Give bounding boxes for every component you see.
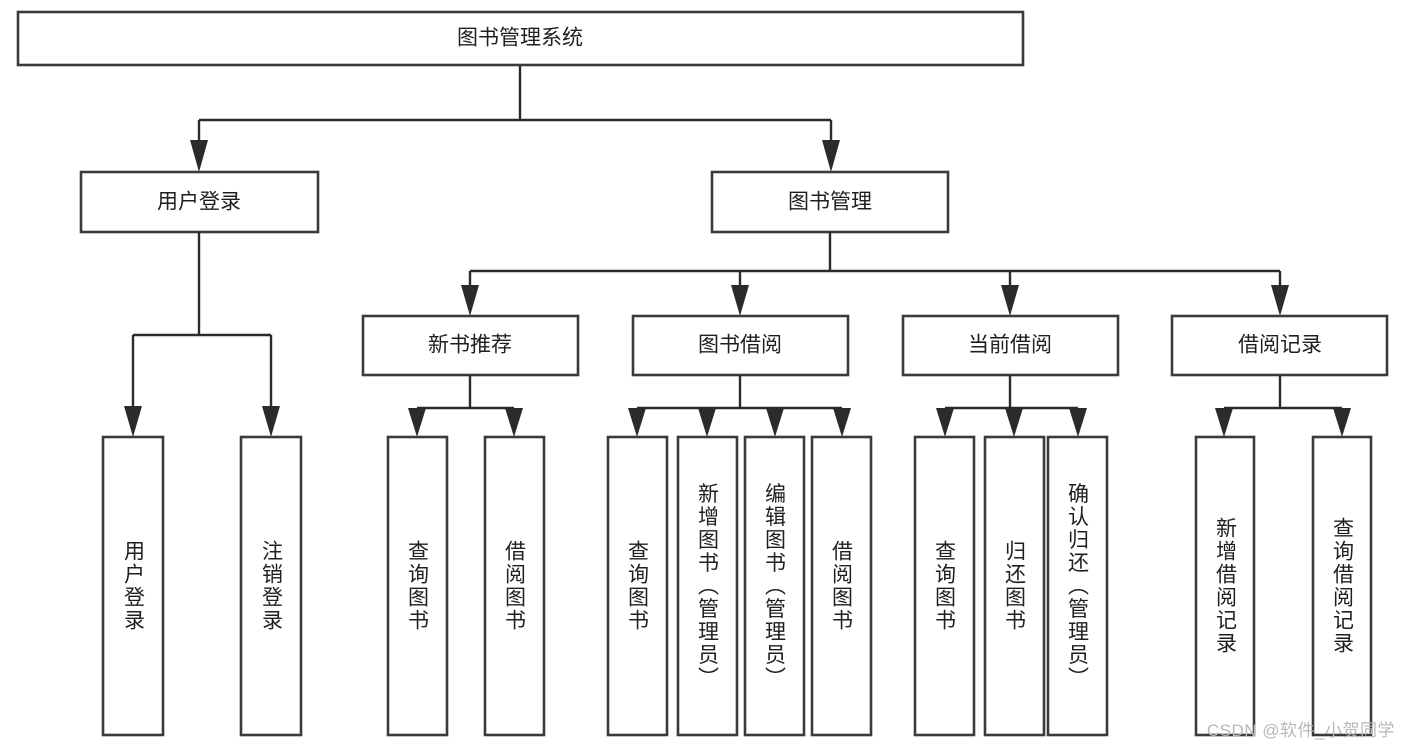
arrow-icon bbox=[262, 406, 280, 437]
node-borrow-record[interactable]: 借阅记录 bbox=[1170, 314, 1389, 377]
leaf-user-login-logout[interactable]: 注销登录 bbox=[239, 435, 303, 737]
node-user-login[interactable]: 用户登录 bbox=[79, 170, 320, 234]
leaf-label: 借阅图书 bbox=[830, 540, 854, 632]
leaf-label: 新增图书（管理员） bbox=[696, 483, 720, 690]
node-book-borrow-label: 图书借阅 bbox=[698, 334, 782, 357]
leaf-label: 查询图书 bbox=[406, 540, 430, 632]
leaf-bookborrow-edit[interactable]: 编辑图书（管理员） bbox=[743, 435, 806, 737]
leaf-label: 借阅图书 bbox=[503, 540, 527, 632]
connector-bookmgmt-to-level3 bbox=[461, 232, 1289, 316]
node-borrow-record-label: 借阅记录 bbox=[1238, 334, 1322, 357]
arrow-icon bbox=[1001, 285, 1019, 316]
leaf-newbook-borrow[interactable]: 借阅图书 bbox=[483, 435, 546, 737]
leaf-bookborrow-query[interactable]: 查询图书 bbox=[606, 435, 669, 737]
connector-borrowrecord-to-leaves bbox=[1215, 375, 1351, 437]
connector-root-to-level2 bbox=[190, 65, 840, 172]
arrow-icon bbox=[1005, 408, 1023, 437]
leaf-label: 用户登录 bbox=[122, 540, 146, 632]
arrow-icon bbox=[1215, 408, 1233, 437]
arrow-icon bbox=[1333, 408, 1351, 437]
leaf-currentborrow-confirm[interactable]: 确认归还（管理员） bbox=[1046, 435, 1109, 737]
node-book-management[interactable]: 图书管理 bbox=[710, 170, 950, 234]
connector-currentborrow-to-leaves bbox=[936, 375, 1087, 437]
arrow-icon bbox=[1069, 408, 1087, 437]
node-new-book-recommend-label: 新书推荐 bbox=[428, 334, 512, 357]
leaf-borrowrecord-query[interactable]: 查询借阅记录 bbox=[1311, 435, 1373, 737]
leaf-bookborrow-add[interactable]: 新增图书（管理员） bbox=[676, 435, 739, 737]
node-book-borrow[interactable]: 图书借阅 bbox=[631, 314, 850, 377]
leaf-label: 编辑图书（管理员） bbox=[763, 483, 787, 690]
leaf-newbook-query[interactable]: 查询图书 bbox=[386, 435, 449, 737]
arrow-icon bbox=[766, 408, 784, 437]
leaf-label: 归还图书 bbox=[1003, 540, 1027, 632]
leaf-label: 查询图书 bbox=[933, 540, 957, 632]
leaf-bookborrow-borrow[interactable]: 借阅图书 bbox=[810, 435, 873, 737]
arrow-icon bbox=[833, 408, 851, 437]
connector-newbook-to-leaves bbox=[408, 375, 523, 437]
node-current-borrow[interactable]: 当前借阅 bbox=[901, 314, 1120, 377]
arrow-icon bbox=[461, 285, 479, 316]
connector-userlogin-to-leaves bbox=[124, 232, 280, 437]
arrow-icon bbox=[731, 285, 749, 316]
arrow-icon bbox=[190, 140, 208, 172]
leaf-label: 新增借阅记录 bbox=[1214, 517, 1238, 655]
leaf-label: 查询借阅记录 bbox=[1331, 517, 1355, 655]
arrow-icon bbox=[1271, 285, 1289, 316]
leaf-label: 确认归还（管理员） bbox=[1066, 483, 1090, 690]
leaf-label: 注销登录 bbox=[260, 540, 284, 632]
leaf-currentborrow-return[interactable]: 归还图书 bbox=[983, 435, 1046, 737]
arrow-icon bbox=[124, 406, 142, 437]
leaf-user-login-login[interactable]: 用户登录 bbox=[101, 435, 165, 737]
leaf-currentborrow-query[interactable]: 查询图书 bbox=[913, 435, 976, 737]
node-root-label: 图书管理系统 bbox=[457, 27, 583, 50]
node-book-management-label: 图书管理 bbox=[788, 191, 872, 214]
arrow-icon bbox=[698, 408, 716, 437]
connector-bookborrow-to-leaves bbox=[628, 375, 851, 437]
leaf-label: 查询图书 bbox=[626, 540, 650, 632]
leaf-borrowrecord-add[interactable]: 新增借阅记录 bbox=[1194, 435, 1256, 737]
arrow-icon bbox=[936, 408, 954, 437]
node-root[interactable]: 图书管理系统 bbox=[16, 10, 1025, 67]
arrow-icon bbox=[822, 140, 840, 172]
arrow-icon bbox=[628, 408, 646, 437]
arrow-icon bbox=[408, 408, 426, 437]
arrow-icon bbox=[505, 408, 523, 437]
node-user-login-label: 用户登录 bbox=[157, 191, 241, 214]
node-new-book-recommend[interactable]: 新书推荐 bbox=[361, 314, 580, 377]
node-current-borrow-label: 当前借阅 bbox=[968, 334, 1052, 357]
